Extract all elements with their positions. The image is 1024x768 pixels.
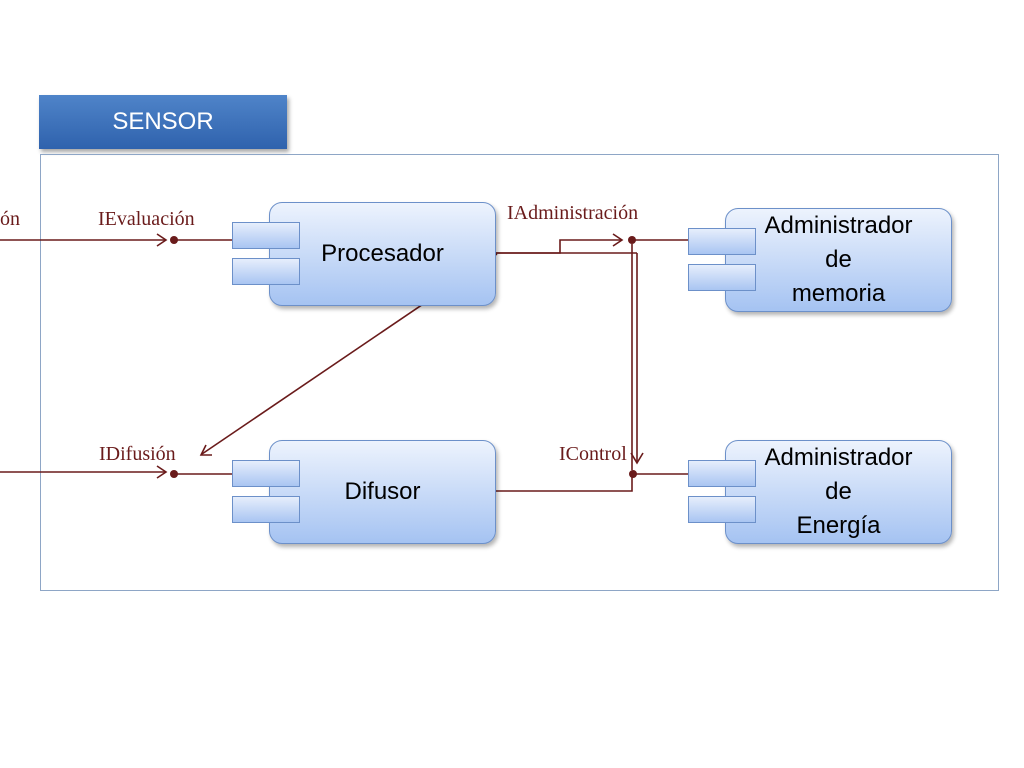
admin-energia-port-tab xyxy=(688,460,756,487)
component-administrador-energia: Administrador de Energía xyxy=(725,440,952,544)
procesador-label: Procesador xyxy=(321,240,444,267)
admin-memoria-line-2: de xyxy=(825,246,852,273)
difusion-diagonal-arrowhead xyxy=(199,444,212,456)
difusion-arrowhead xyxy=(156,465,168,479)
admin-energia-line-2: de xyxy=(825,478,852,505)
interface-label-administracion: IAdministración xyxy=(507,202,639,224)
procesador-port-tab xyxy=(232,222,300,249)
evaluacion-port-dot xyxy=(170,236,178,244)
difusor-port-tab xyxy=(232,496,300,523)
admin-memoria-line-1: Administrador xyxy=(764,212,913,239)
interface-label-difusion: IDifusión xyxy=(99,443,176,465)
difusor-port-tab xyxy=(232,460,300,487)
admin-memoria-port-tab xyxy=(688,228,756,255)
administracion-port-dot xyxy=(628,236,636,244)
admin-energia-port-tab xyxy=(688,496,756,523)
admin-energia-line-3: Energía xyxy=(796,512,881,539)
admin-energia-line-1: Administrador xyxy=(764,444,913,471)
component-administrador-memoria: Administrador de memoria xyxy=(725,208,952,312)
difusion-port-dot xyxy=(170,470,178,478)
administracion-arrowhead xyxy=(612,233,624,247)
component-procesador: Procesador xyxy=(269,202,496,306)
evaluacion-arrowhead xyxy=(156,233,168,247)
difusor-label: Difusor xyxy=(344,478,421,505)
procesador-port-tab xyxy=(232,258,300,285)
control-port-dot xyxy=(629,470,637,478)
interface-label-evaluacion: IEvaluación xyxy=(98,208,195,230)
procesador-to-administracion xyxy=(496,239,622,254)
admin-memoria-line-3: memoria xyxy=(791,280,886,307)
control-arrowhead xyxy=(630,452,644,465)
interface-label-control: IControl xyxy=(559,443,627,465)
cut-off-interface-label: ón xyxy=(0,208,20,230)
difusor-to-control xyxy=(496,474,633,492)
sensor-frame xyxy=(40,154,999,591)
admin-memoria-port-tab xyxy=(688,264,756,291)
diagram-title: SENSOR xyxy=(39,95,287,149)
component-difusor: Difusor xyxy=(269,440,496,544)
